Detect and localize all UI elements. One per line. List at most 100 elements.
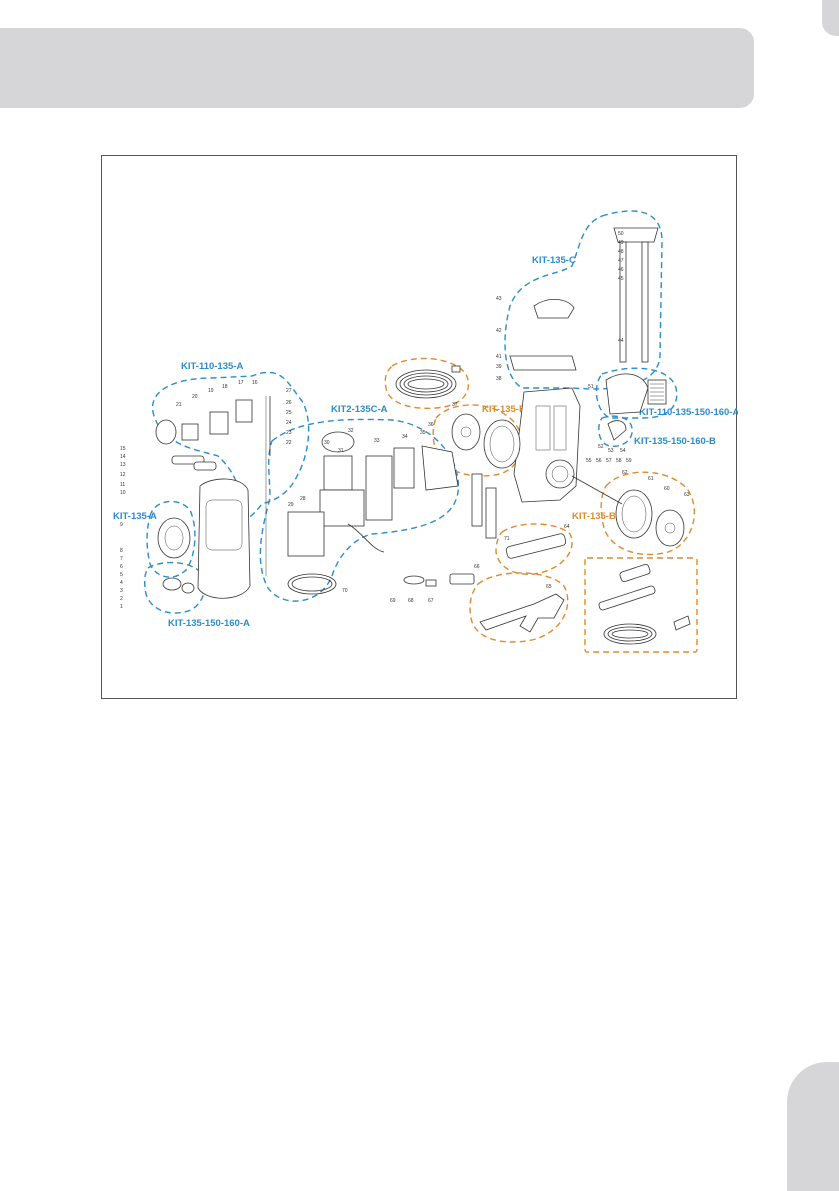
svg-text:9: 9 bbox=[120, 522, 123, 528]
svg-text:30: 30 bbox=[324, 440, 330, 446]
exploded-view-figure: KIT-135-C KIT-110-135-A KIT2-135C-A KIT-… bbox=[101, 155, 738, 699]
exploded-parts-diagram: KIT-135-C KIT-110-135-A KIT2-135C-A KIT-… bbox=[113, 210, 738, 653]
svg-text:18: 18 bbox=[222, 384, 228, 390]
svg-text:64: 64 bbox=[564, 524, 570, 530]
power-cable-coil bbox=[287, 573, 337, 595]
kit-135-150-160-b-outline bbox=[598, 415, 633, 447]
svg-text:54: 54 bbox=[620, 448, 626, 454]
svg-text:34: 34 bbox=[402, 434, 408, 440]
svg-text:16: 16 bbox=[252, 380, 258, 386]
kit-label-135-150-160-a: KIT-135-150-160-A bbox=[168, 618, 250, 629]
kit-label-135-b-bottom: KIT-135-B bbox=[572, 511, 616, 522]
svg-text:23: 23 bbox=[286, 430, 292, 436]
svg-text:22: 22 bbox=[286, 440, 292, 446]
svg-text:19: 19 bbox=[208, 388, 214, 394]
frame-rails bbox=[265, 396, 497, 576]
accessory-kit-outline bbox=[584, 557, 698, 653]
kit-label-135-b-top: KIT-135-B bbox=[482, 404, 526, 415]
svg-text:69: 69 bbox=[390, 598, 396, 604]
svg-text:5: 5 bbox=[120, 572, 123, 578]
spray-gun bbox=[479, 593, 565, 633]
svg-text:31: 31 bbox=[338, 448, 344, 454]
svg-text:48: 48 bbox=[618, 249, 624, 255]
kit-label-110-135-150-160-a: KIT-110-135-150-160-A bbox=[639, 407, 738, 418]
svg-text:59: 59 bbox=[626, 458, 632, 464]
connector-parts bbox=[403, 573, 475, 587]
svg-text:12: 12 bbox=[120, 472, 126, 478]
wheel-bottom bbox=[571, 475, 685, 547]
kit-135-b-top-outline bbox=[432, 404, 523, 477]
accessory-kit bbox=[598, 563, 691, 645]
svg-text:70: 70 bbox=[342, 588, 348, 594]
svg-text:27: 27 bbox=[286, 388, 292, 394]
svg-text:71: 71 bbox=[504, 536, 510, 542]
kit-label-110-135-a: KIT-110-135-A bbox=[181, 361, 243, 372]
kit2-135c-a-outline bbox=[259, 418, 459, 602]
svg-text:62: 62 bbox=[622, 470, 628, 476]
svg-text:45: 45 bbox=[618, 276, 624, 282]
kit-label-kit2-135c-a: KIT2-135C-A bbox=[331, 404, 388, 415]
svg-text:61: 61 bbox=[648, 476, 654, 482]
svg-text:3: 3 bbox=[120, 588, 123, 594]
kit-hose-orange-outline bbox=[384, 357, 470, 409]
svg-text:67: 67 bbox=[428, 598, 434, 604]
svg-text:58: 58 bbox=[616, 458, 622, 464]
trolley-handle bbox=[509, 227, 659, 371]
svg-text:53: 53 bbox=[608, 448, 614, 454]
edge-tab-top bbox=[822, 0, 839, 36]
svg-text:55: 55 bbox=[586, 458, 592, 464]
svg-text:1: 1 bbox=[120, 604, 123, 610]
kit-135-a-outline bbox=[146, 500, 196, 578]
svg-text:32: 32 bbox=[348, 428, 354, 434]
svg-text:6: 6 bbox=[120, 564, 123, 570]
part-number-callouts: 50 49 48 47 46 45 44 43 42 41 39 38 37 3… bbox=[120, 231, 690, 610]
edge-tab-bottom bbox=[787, 1062, 839, 1191]
control-knob-group bbox=[155, 396, 271, 456]
svg-text:25: 25 bbox=[286, 410, 292, 416]
kit-110-135-a-outline bbox=[151, 371, 310, 519]
svg-text:7: 7 bbox=[120, 556, 123, 562]
svg-text:49: 49 bbox=[618, 240, 624, 246]
wheel-top bbox=[451, 413, 521, 469]
svg-text:15: 15 bbox=[120, 446, 126, 452]
kit-135-150-160-a-outline bbox=[143, 561, 206, 614]
svg-text:29: 29 bbox=[288, 502, 294, 508]
svg-text:44: 44 bbox=[618, 338, 624, 344]
rear-frame-body bbox=[513, 387, 581, 503]
svg-text:68: 68 bbox=[408, 598, 414, 604]
pump-motor-assembly bbox=[287, 431, 459, 557]
svg-text:50: 50 bbox=[618, 231, 624, 237]
svg-text:47: 47 bbox=[618, 258, 624, 264]
svg-text:4: 4 bbox=[120, 580, 123, 586]
svg-text:26: 26 bbox=[286, 400, 292, 406]
lance-extension bbox=[505, 533, 567, 559]
svg-text:33: 33 bbox=[374, 438, 380, 444]
svg-text:42: 42 bbox=[496, 328, 502, 334]
svg-text:41: 41 bbox=[496, 354, 502, 360]
svg-text:11: 11 bbox=[120, 482, 125, 488]
svg-text:38: 38 bbox=[496, 376, 502, 382]
svg-text:20: 20 bbox=[192, 394, 198, 400]
svg-text:63: 63 bbox=[684, 492, 690, 498]
svg-text:52: 52 bbox=[598, 444, 604, 450]
svg-text:8: 8 bbox=[120, 548, 123, 554]
svg-text:36: 36 bbox=[428, 422, 434, 428]
svg-text:43: 43 bbox=[496, 296, 502, 302]
svg-text:13: 13 bbox=[120, 462, 126, 468]
svg-text:39: 39 bbox=[496, 364, 502, 370]
svg-text:57: 57 bbox=[606, 458, 612, 464]
svg-text:2: 2 bbox=[120, 596, 123, 602]
header-bar bbox=[0, 28, 754, 108]
svg-text:46: 46 bbox=[618, 267, 624, 273]
svg-text:17: 17 bbox=[238, 380, 244, 386]
svg-text:56: 56 bbox=[596, 458, 602, 464]
kit-110-135-150-160-a-outline bbox=[595, 367, 678, 419]
svg-text:51: 51 bbox=[588, 384, 594, 390]
kit-label-135-a: KIT-135-A bbox=[113, 511, 157, 522]
svg-text:21: 21 bbox=[176, 402, 182, 408]
front-body bbox=[157, 455, 251, 599]
svg-text:66: 66 bbox=[474, 564, 480, 570]
svg-text:65: 65 bbox=[546, 584, 552, 590]
kit-gun-orange-outline bbox=[469, 572, 569, 643]
kit-lance-orange-outline bbox=[495, 523, 573, 575]
